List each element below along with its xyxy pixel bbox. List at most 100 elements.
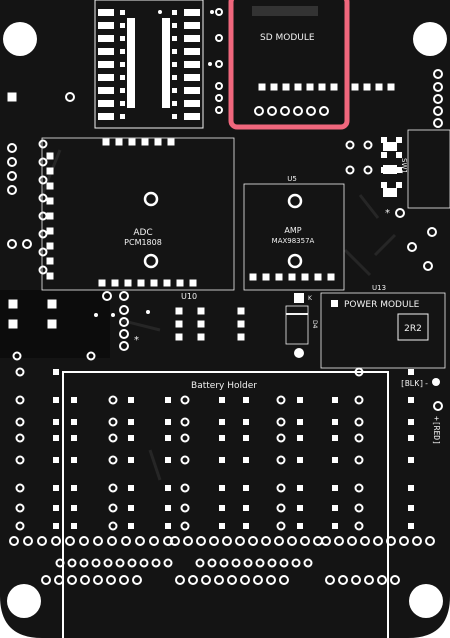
round-pad (300, 536, 310, 546)
mcu-pad (98, 9, 114, 16)
square-pad (8, 299, 18, 309)
round-pad (121, 536, 131, 546)
round-pad (276, 433, 286, 443)
battery-holder-label: Battery Holder (191, 381, 257, 391)
round-pad (119, 317, 129, 327)
mcu-pad (98, 48, 114, 55)
u13-label: U13 (372, 284, 386, 292)
square-pad (327, 273, 335, 281)
amp-name-label: AMP (284, 226, 301, 235)
square-pad (128, 138, 136, 146)
round-pad (276, 395, 286, 405)
u10-label: U10 (181, 292, 197, 301)
round-pad (196, 536, 206, 546)
square-pad (137, 279, 145, 287)
square-pad (408, 419, 414, 425)
mcu-pad (172, 114, 177, 119)
star-mark: * (134, 335, 139, 346)
square-pad (219, 505, 225, 511)
square-pad (71, 457, 77, 463)
adc-part-label: PCM1808 (124, 238, 162, 247)
round-pad (180, 455, 190, 465)
round-pad (274, 536, 284, 546)
round-pad (412, 536, 422, 546)
round-pad (354, 455, 364, 465)
mcu-pad (98, 22, 114, 29)
round-pad (195, 558, 205, 568)
square-pad (71, 505, 77, 511)
square-pad (408, 485, 414, 491)
round-pad (386, 536, 396, 546)
square-pad (219, 419, 225, 425)
power-module-label: POWER MODULE (344, 300, 420, 310)
square-pad (46, 167, 54, 175)
square-pad (363, 83, 371, 91)
square-pad (332, 435, 338, 441)
round-pad (215, 60, 223, 68)
square-pad (7, 92, 17, 102)
round-pad (433, 69, 443, 79)
square-pad (53, 457, 59, 463)
round-pad (119, 305, 129, 315)
amp-part-label: MAX98357A (272, 237, 315, 245)
round-pad (38, 157, 48, 167)
mcu-pad (172, 10, 177, 15)
k-label: K (308, 295, 313, 302)
round-pad (266, 575, 276, 585)
square-pad (387, 83, 395, 91)
round-pad (345, 140, 355, 150)
square-pad (306, 83, 314, 91)
mcu-pad (120, 75, 125, 80)
star-mark: * (385, 208, 390, 219)
square-pad (408, 397, 414, 403)
u5-label: U5 (287, 175, 297, 183)
square-pad (332, 457, 338, 463)
round-pad (15, 503, 25, 513)
round-pad (170, 536, 180, 546)
square-pad (408, 523, 414, 529)
round-pad (15, 455, 25, 465)
round-pad (267, 558, 277, 568)
round-pad (7, 171, 17, 181)
square-pad (275, 273, 283, 281)
square-pad (165, 505, 171, 511)
square-pad (219, 523, 225, 529)
round-pad (180, 503, 190, 513)
round-pad (93, 575, 103, 585)
mcu-pad (184, 9, 200, 16)
round-pad (363, 140, 373, 150)
round-pad (65, 536, 75, 546)
mcu-pad (184, 61, 200, 68)
mcu-pad (172, 36, 177, 41)
mcu-pad (120, 62, 125, 67)
round-pad (119, 329, 129, 339)
round-pad (354, 417, 364, 427)
round-pad (395, 208, 405, 218)
diode-d4: K D4 (285, 293, 318, 358)
sw1-switch: SW1 (383, 129, 450, 209)
round-pad (354, 433, 364, 443)
round-pad (433, 94, 443, 104)
square-pad (46, 272, 54, 280)
square-pad (381, 182, 387, 188)
round-pad (119, 291, 129, 301)
square-pad (165, 523, 171, 529)
round-pad (214, 575, 224, 585)
round-pad (38, 265, 48, 275)
mcu-pad (172, 101, 177, 106)
square-pad (175, 307, 183, 315)
round-pad (93, 536, 103, 546)
square-pad (243, 485, 249, 491)
square-pad (71, 419, 77, 425)
round-pad (351, 575, 361, 585)
round-pad (15, 417, 25, 427)
square-pad (318, 83, 326, 91)
round-pad (149, 536, 159, 546)
square-pad (408, 505, 414, 511)
small-pads (7, 8, 443, 275)
round-pad (354, 503, 364, 513)
round-pad (38, 247, 48, 257)
square-pad (154, 138, 162, 146)
round-pad (54, 575, 64, 585)
round-pad (139, 558, 149, 568)
